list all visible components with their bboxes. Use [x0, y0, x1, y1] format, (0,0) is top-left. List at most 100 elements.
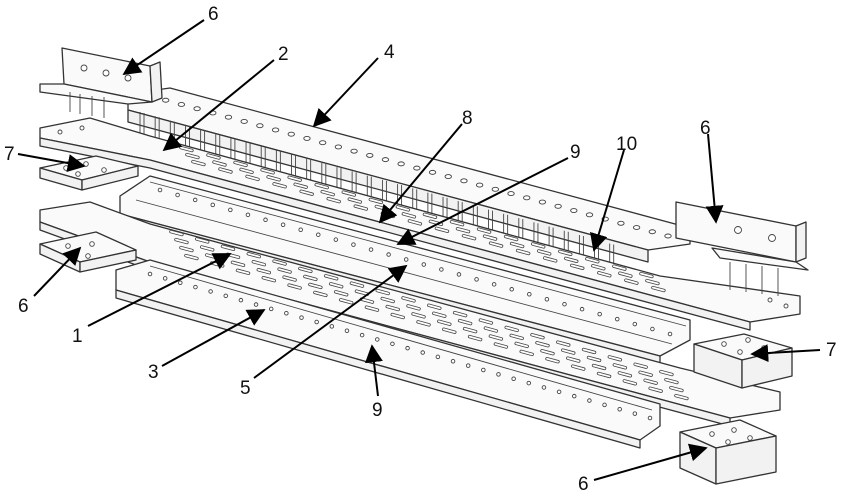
- comb-hole: [398, 162, 404, 166]
- channel-hole: [334, 238, 338, 242]
- bottom-bar-hole: [148, 272, 152, 276]
- plate-2-hole: [784, 304, 788, 308]
- comb-hole: [508, 192, 514, 196]
- label-9-upper: 9: [570, 142, 581, 163]
- comb-hole: [241, 119, 247, 123]
- comb-hole: [524, 196, 530, 200]
- bottom-bar-hole: [512, 377, 516, 381]
- plate-2-hole: [768, 298, 772, 302]
- bottom-bar-hole: [482, 368, 486, 372]
- channel-hole: [563, 302, 567, 306]
- channel-hole: [316, 233, 320, 237]
- comb-hole: [178, 102, 184, 106]
- bottom-bar-hole: [179, 281, 183, 285]
- comb-hole: [571, 209, 577, 213]
- bottom-bar-hole: [406, 346, 410, 350]
- comb-hole: [555, 204, 561, 208]
- channel-hole: [369, 248, 373, 252]
- bottom-bar-hole: [436, 355, 440, 359]
- arrow-7-left: [18, 154, 84, 166]
- channel-hole: [615, 317, 619, 321]
- label-6-top: 6: [208, 4, 219, 25]
- arrow-4: [314, 58, 378, 126]
- bottom-bar-hole: [209, 290, 213, 294]
- channel-hole: [404, 258, 408, 262]
- label-6-right: 6: [700, 118, 711, 139]
- channel-hole: [651, 327, 655, 331]
- bottom-bar-hole: [557, 390, 561, 394]
- channel-hole: [510, 288, 514, 292]
- channel-hole: [387, 253, 391, 257]
- comb-hole: [633, 226, 639, 230]
- comb-hole: [414, 166, 420, 170]
- bottom-bar-hole: [239, 298, 243, 302]
- channel-hole: [492, 283, 496, 287]
- channel-hole: [158, 188, 162, 192]
- bottom-bar-hole: [648, 416, 652, 420]
- bottom-bar-hole: [360, 333, 364, 337]
- label-9-lower: 9: [372, 400, 383, 421]
- channel-hole: [281, 223, 285, 227]
- bottom-bar-hole: [466, 364, 470, 368]
- comb-hole: [382, 158, 388, 162]
- label-6-left: 6: [18, 296, 29, 317]
- bottom-bar-hole: [497, 373, 501, 377]
- channel-hole: [246, 213, 250, 217]
- comb-hole: [335, 145, 341, 149]
- plate-2-hole: [80, 126, 84, 130]
- bottom-bar-hole: [451, 359, 455, 363]
- bottom-bar-hole: [572, 394, 576, 398]
- channel-hole: [193, 198, 197, 202]
- channel-hole: [545, 297, 549, 301]
- comb-hole: [367, 153, 373, 157]
- channel-hole: [580, 307, 584, 311]
- comb-hole: [476, 183, 482, 187]
- comb-hole: [225, 115, 231, 119]
- channel-hole: [528, 292, 532, 296]
- label-2: 2: [278, 44, 289, 65]
- channel-hole: [457, 273, 461, 277]
- bottom-bar-hole: [300, 316, 304, 320]
- comb-hole: [539, 200, 545, 204]
- arrow-6-top: [124, 20, 204, 74]
- comb-hole: [665, 234, 671, 238]
- channel-hole: [176, 193, 180, 197]
- bottom-bar-hole: [527, 381, 531, 385]
- plate-2-hole: [58, 130, 62, 134]
- comb-hole: [461, 179, 467, 183]
- label-8: 8: [462, 108, 473, 129]
- label-6-bottom: 6: [578, 474, 589, 495]
- bottom-bar-hole: [330, 325, 334, 329]
- channel-hole: [229, 208, 233, 212]
- bottom-bar-hole: [269, 307, 273, 311]
- channel-hole: [264, 218, 268, 222]
- channel-hole: [422, 263, 426, 267]
- channel-hole: [475, 278, 479, 282]
- bottom-bar-hole: [618, 407, 622, 411]
- bottom-bar-hole: [633, 412, 637, 416]
- bottom-bar-hole: [315, 320, 319, 324]
- channel-hole: [352, 243, 356, 247]
- bottom-bar-hole: [163, 277, 167, 281]
- label-5: 5: [240, 378, 251, 399]
- bottom-bar-hole: [542, 386, 546, 390]
- comb-hole: [272, 128, 278, 132]
- bottom-bar-hole: [254, 303, 258, 307]
- comb-hole: [492, 187, 498, 191]
- label-7-right: 7: [826, 340, 837, 361]
- bottom-bar-hole: [391, 342, 395, 346]
- bottom-bar-hole: [224, 294, 228, 298]
- comb-hole: [351, 149, 357, 153]
- channel-hole: [211, 203, 215, 207]
- channel-hole: [633, 322, 637, 326]
- comb-hole: [194, 107, 200, 111]
- bottom-bar-hole: [345, 329, 349, 333]
- label-10: 10: [616, 134, 637, 155]
- comb-hole: [288, 132, 294, 136]
- bottom-bar-hole: [588, 399, 592, 403]
- bottom-bar-hole: [285, 311, 289, 315]
- bottom-bar-hole: [194, 285, 198, 289]
- bottom-bar-hole: [603, 403, 607, 407]
- bottom-bar-hole: [375, 338, 379, 342]
- comb-hole: [429, 170, 435, 174]
